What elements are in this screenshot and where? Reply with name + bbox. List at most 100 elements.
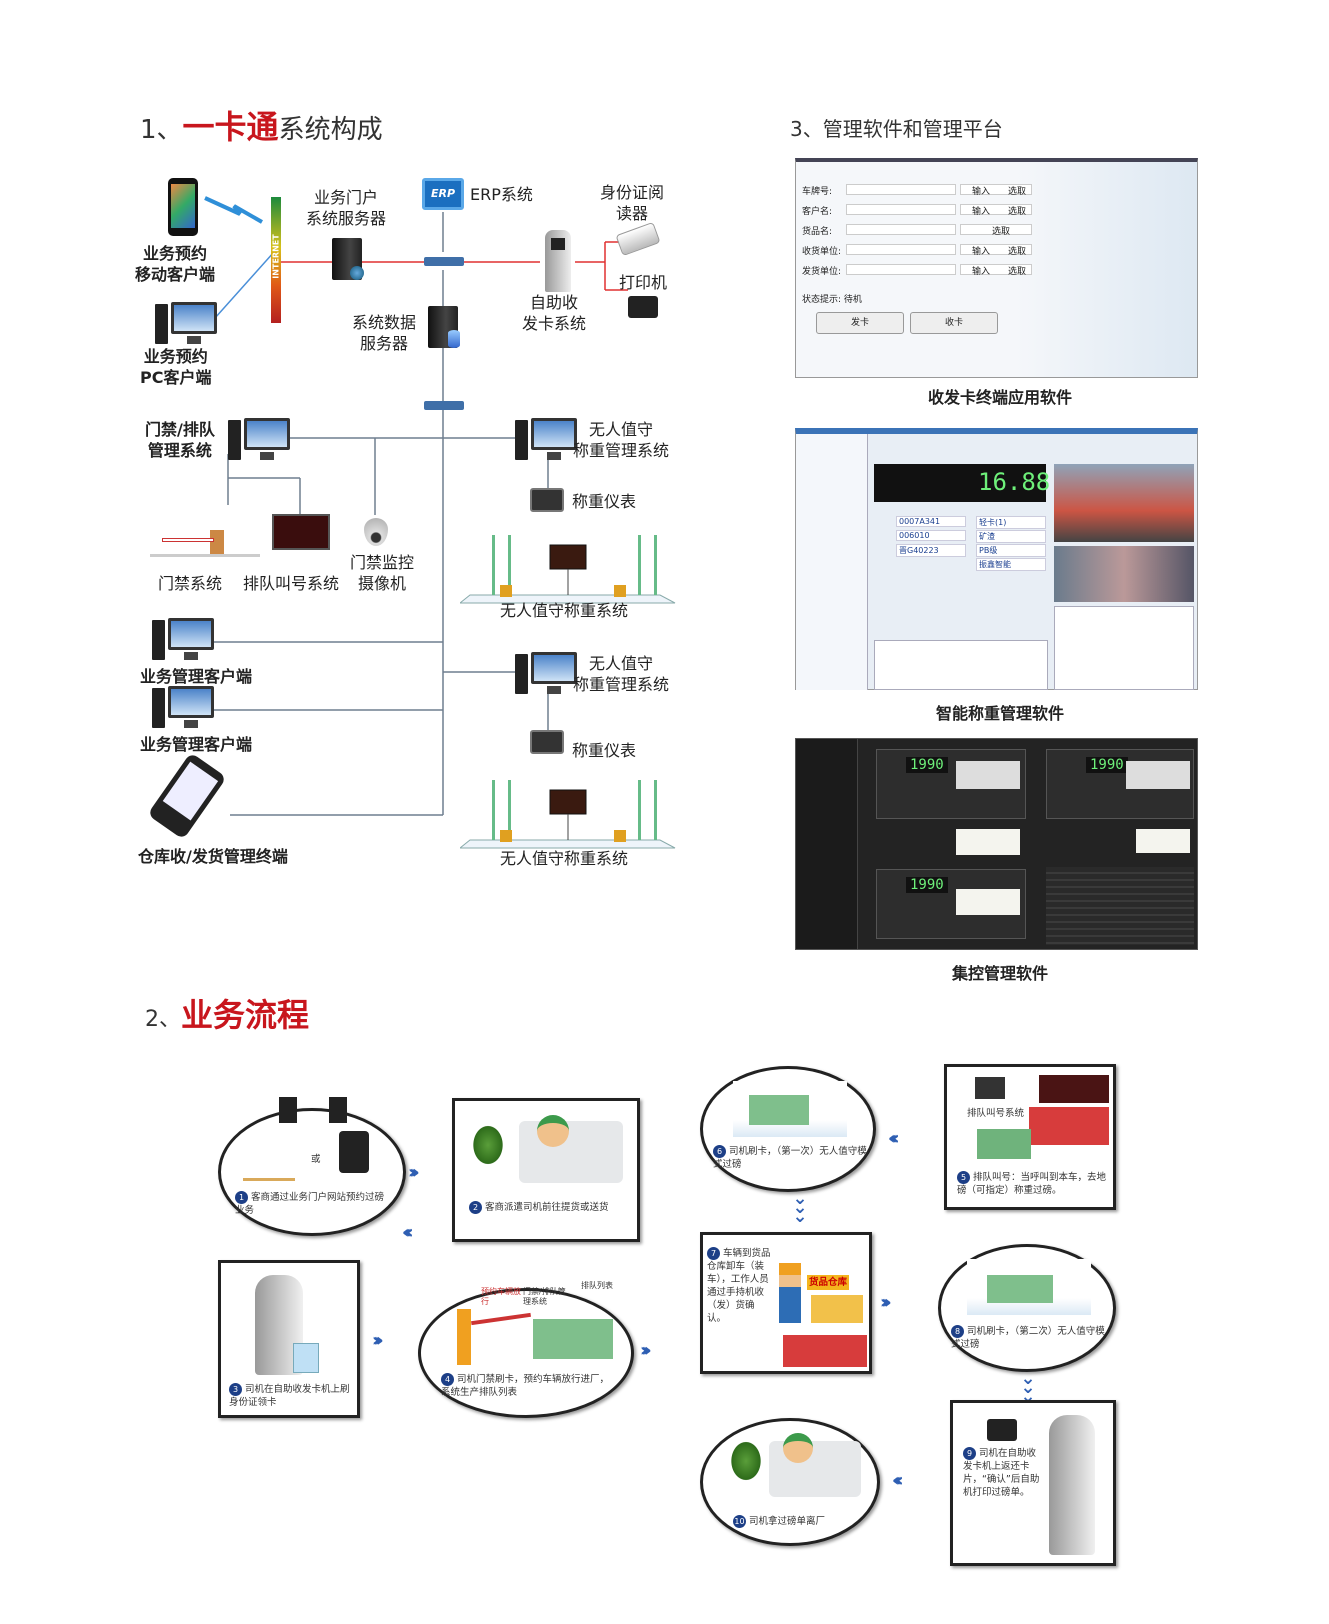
truck-icon [1029,1107,1109,1145]
form-input[interactable] [846,204,956,215]
weight-display [874,464,1046,502]
collect-card-button[interactable]: 收卡 [910,312,998,334]
central-control-screenshot: 1990 1990 1990 [795,738,1198,950]
truck-driver-icon [519,1121,623,1183]
section2-highlight: 业务流程 [181,996,310,1034]
server-icon [329,1097,347,1123]
indicator-2-icon [530,730,564,754]
access-queue-label: 门禁/排队 管理系统 [145,420,215,460]
form-input[interactable] [846,224,956,235]
biz-client-2-computer-icon [152,686,216,732]
kiosk-icon [1049,1415,1095,1555]
flow-arrow-left: ›››› [408,1222,414,1243]
flow-arrow-down: ⌄⌄⌄ [792,1188,808,1227]
erp-label: ERP系统 [470,185,533,204]
pick-button[interactable]: 选取 [1008,247,1027,257]
pc-client-computer-icon [155,302,219,348]
kiosk-label: 自助收 发卡系统 [522,293,587,333]
unattended-mgmt-2-label: 无人值守 称重管理系统 [573,654,670,694]
truck-icon [783,1335,867,1367]
mobile-client-phone-icon [168,178,198,236]
biz-client-1-computer-icon [152,618,216,664]
access-system-label: 门禁系统 [158,574,223,593]
person-at-desk-icon [243,1151,295,1181]
unattended-scale-2-label: 无人值守称重系统 [500,849,629,868]
form-row-label: 收货单位: [802,247,842,257]
truck-image [1126,761,1190,789]
form-row-label: 货品名: [802,227,833,237]
input-button[interactable]: 输入 [972,207,991,217]
card-terminal-screenshot: 车牌号:输入选取客户名:输入选取货品名:选取收货单位:输入选取发货单位:输入选取… [795,158,1198,378]
issue-card-button[interactable]: 发卡 [816,312,904,334]
driver-face-icon [537,1115,569,1147]
section1-highlight: 一卡通 [182,108,279,146]
section3-title: 3、管理软件和管理平台 [790,117,1003,141]
weigh-field-value: 晋G40223 [896,544,966,557]
pick-button[interactable]: 选取 [1008,267,1027,277]
section1-title: 1、一卡通系统构成 [140,108,383,146]
weight-readout-2: 1990 [1086,757,1128,773]
driver-face-icon [783,1433,813,1463]
flow-step-7-tag: 货品仓库 [807,1275,850,1290]
form-input[interactable] [846,244,956,255]
flow-arrow-right: ›››› [880,1292,891,1313]
form-input[interactable] [846,264,956,275]
pick-button[interactable]: 选取 [1008,187,1027,197]
barrier-gate-icon [457,1309,471,1365]
kiosk-icon [545,230,571,292]
flow-step-4-list-tag: 排队列表 [581,1281,613,1290]
weigh-field-value: PB级 [976,544,1046,557]
form-input[interactable] [960,204,1032,215]
access-queue-computer-icon [228,418,292,464]
mobile-client-label: 业务预约 移动客户端 [135,244,216,284]
section2-title: 2、业务流程 [145,996,310,1034]
weigh-field-value: 轻卡(1) [976,516,1046,529]
flow-arrow-down: ⌄⌄⌄ [1020,1368,1036,1407]
form-input[interactable] [960,184,1032,195]
weigh-field-value: 006010 [896,530,966,541]
truck-photo [1054,464,1194,542]
queue-system-label: 排队叫号系统 [243,574,340,593]
truck-photo [1054,546,1194,602]
form-input[interactable] [960,264,1032,275]
pick-button[interactable]: 选取 [1008,207,1027,217]
input-button[interactable]: 输入 [972,267,991,277]
flow-arrow-right: ›››› [408,1162,419,1183]
globe-icon [350,266,364,280]
form-input[interactable] [846,184,956,195]
printer-icon [628,296,658,318]
weigh-field-value: 0007A341 [896,516,966,527]
biz-client-1-label: 业务管理客户端 [140,667,253,686]
record-table [874,640,1048,690]
input-button[interactable]: 输入 [972,247,991,257]
input-button[interactable]: 输入 [972,187,991,197]
tablet-icon [339,1131,369,1173]
weight-readout-3: 1990 [906,877,948,893]
indicator-2-label: 称重仪表 [572,741,637,760]
flow-arrow-left: ›››› [894,1128,900,1149]
internet-label: INTERNET [271,234,281,279]
form-input[interactable] [960,224,1032,235]
flow-step-4-release-tag: 预约车辆放行 [481,1287,521,1306]
barrier-gate-icon [150,518,260,558]
weight-readout-1: 1990 [906,757,948,773]
form-input[interactable] [960,244,1032,255]
pick-button[interactable]: 选取 [992,227,1011,237]
camera-icon [364,518,388,546]
